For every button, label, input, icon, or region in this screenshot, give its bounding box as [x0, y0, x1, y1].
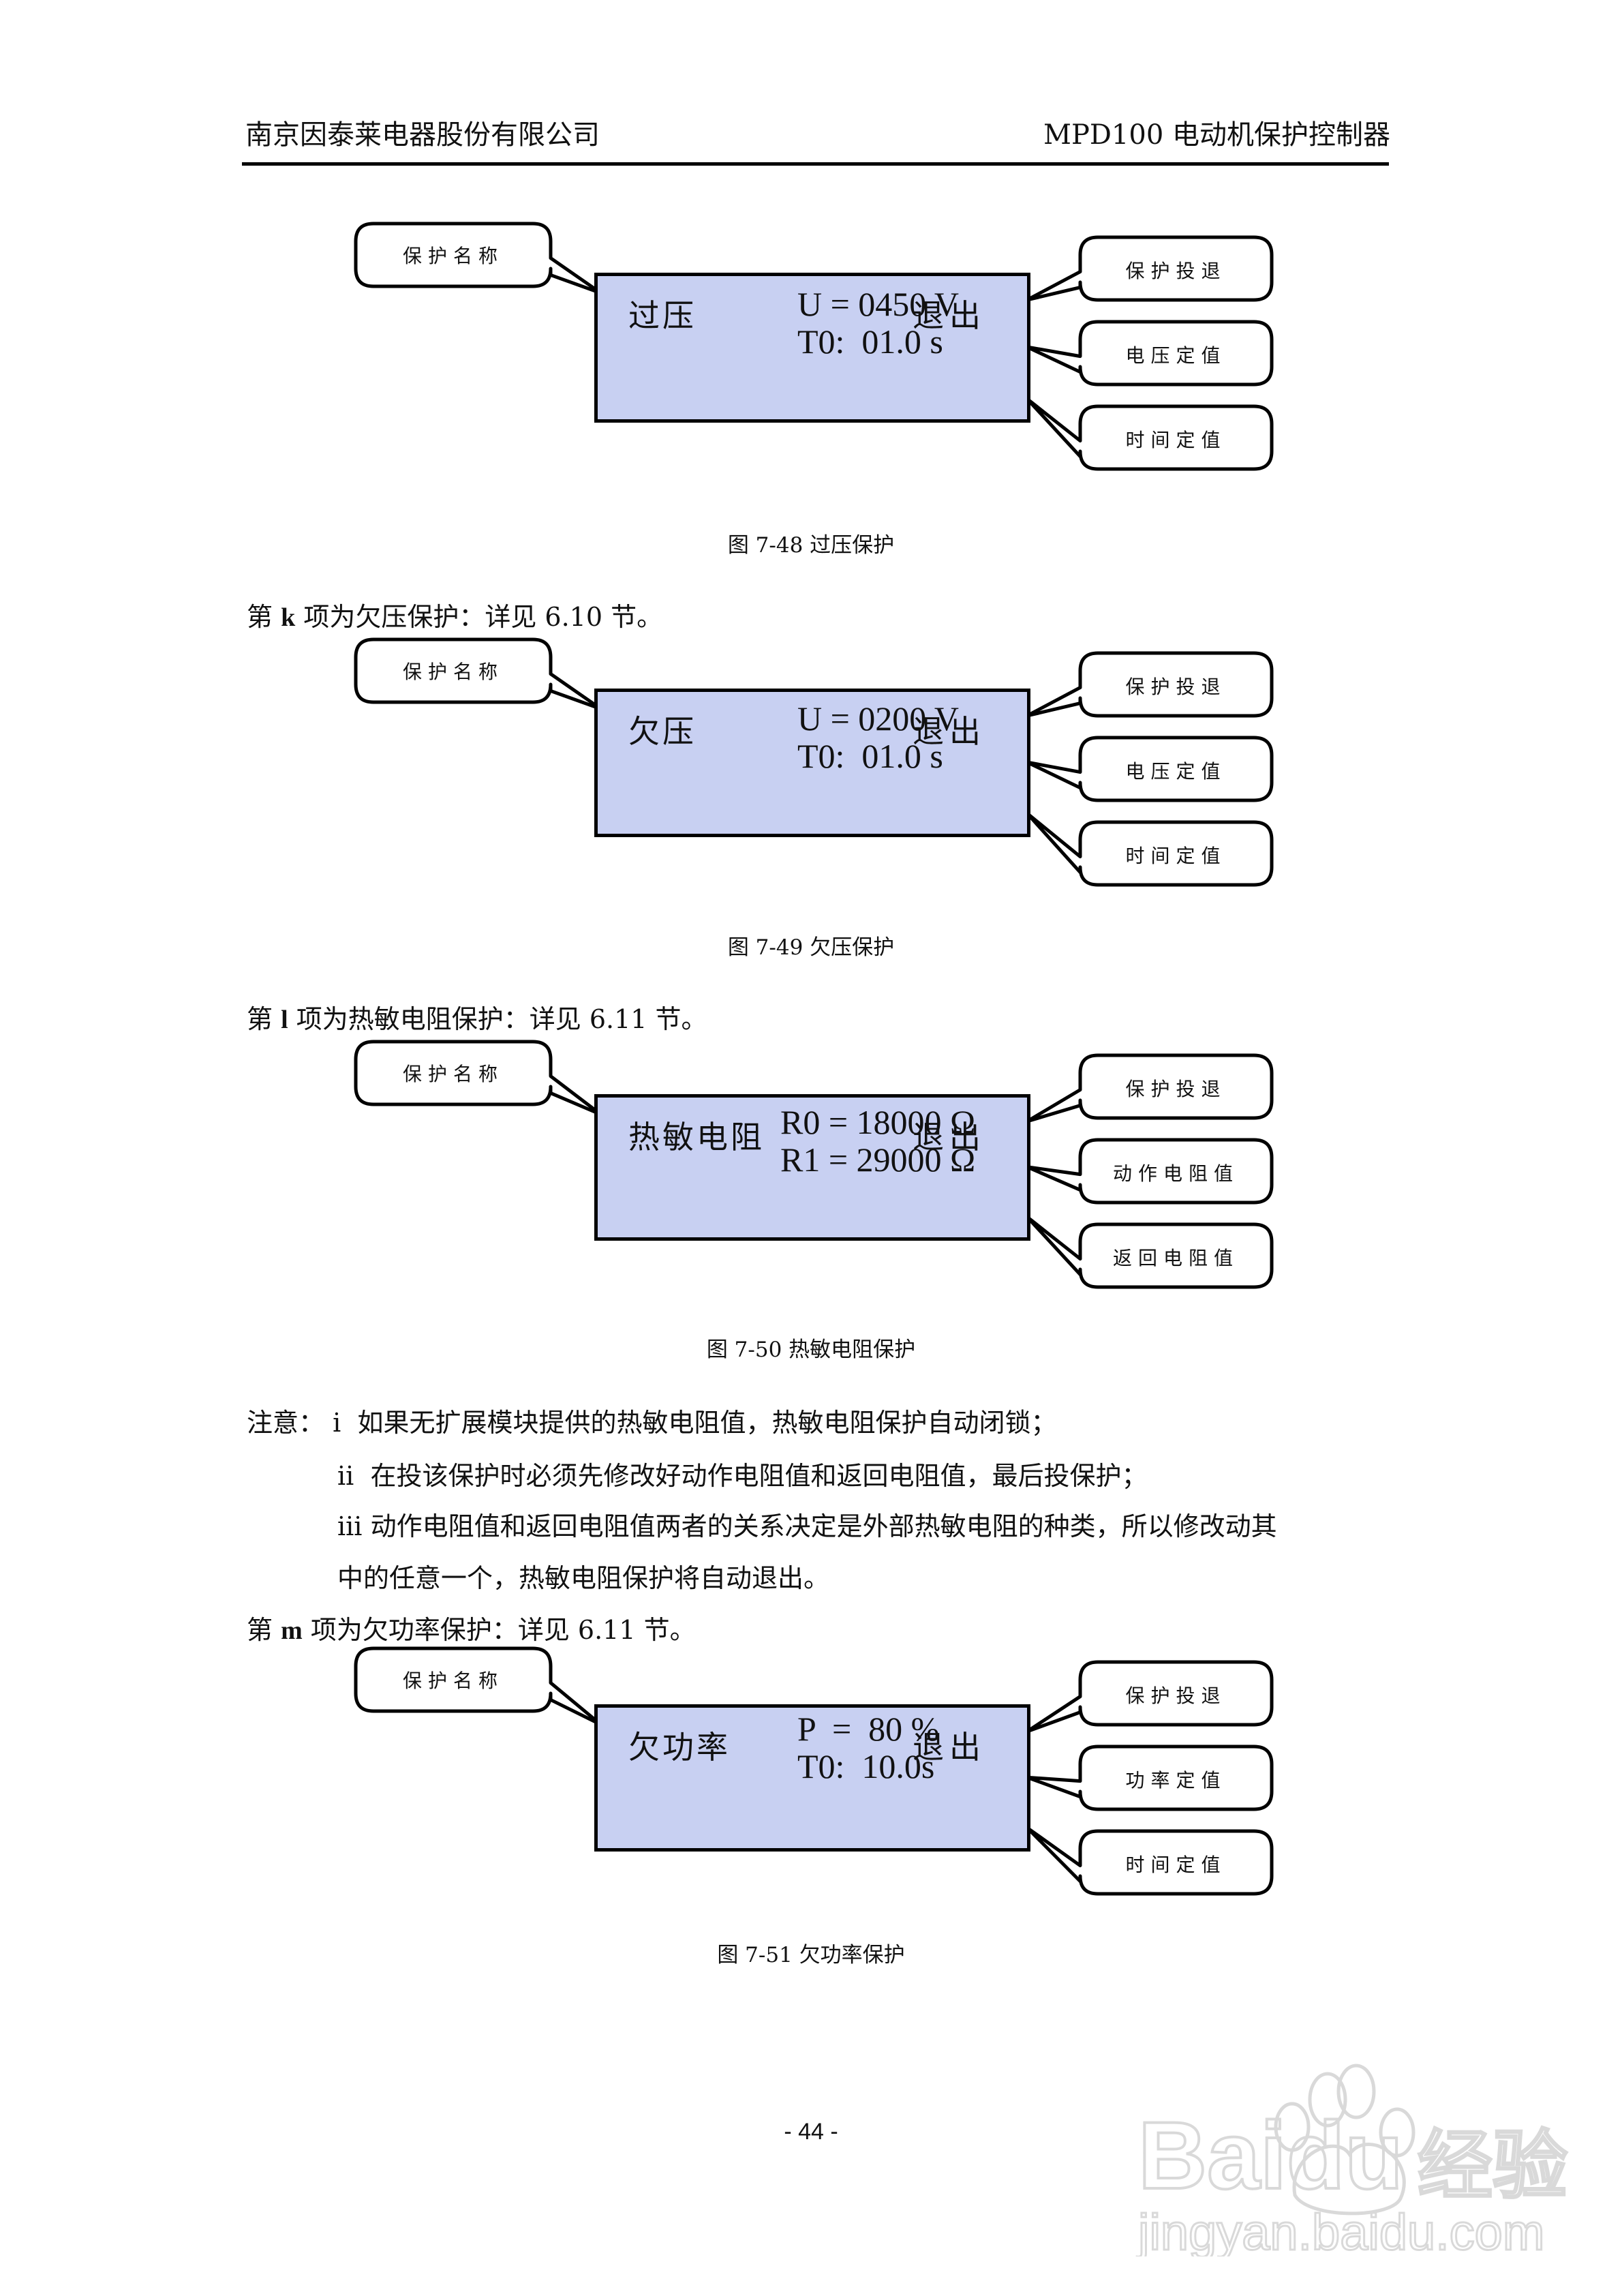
callout-label-right: 时间定值 — [1125, 1854, 1227, 1876]
watermark-logo: Baidu 经验 jingyan.baidu.com — [1131, 2052, 1608, 2262]
paw-toe-icon — [1336, 2064, 1376, 2119]
note-item: iii 动作电阻值和返回电阻值两者的关系决定是外部热敏电阻的种类，所以修改动其 — [337, 1507, 1277, 1546]
para-text: 项为热敏电阻保护：详见 6.11 节。 — [288, 1004, 707, 1034]
lcd-protection-state: 退出 — [913, 1729, 986, 1766]
callout-diagram — [354, 222, 1274, 471]
para-prefix: 第 — [247, 602, 281, 632]
lcd-protection-state: 退出 — [913, 297, 986, 334]
note-marker: ii — [337, 1461, 354, 1491]
callout-bubble-left — [354, 1040, 603, 1117]
callout-bubble-right — [1025, 397, 1274, 471]
watermark-site: jingyan.baidu.com — [1137, 2204, 1544, 2256]
callout-label-right: 动作电阻值 — [1112, 1162, 1239, 1185]
paragraph-item-k: 第 k 项为欠压保护：详见 6.10 节。 — [247, 597, 662, 637]
callout-label-right: 功率定值 — [1125, 1769, 1227, 1792]
lcd-setting-line-1: U = 0450 V — [797, 285, 960, 323]
lcd-protection-state: 退出 — [913, 1119, 986, 1155]
callout-bubble-right — [1025, 1138, 1274, 1205]
figure-caption: 图 7-51 欠功率保护 — [717, 1943, 905, 1967]
para-prefix: 第 — [247, 1615, 281, 1645]
callout-label-right: 保护投退 — [1125, 676, 1227, 698]
para-prefix: 第 — [247, 1004, 281, 1034]
note-text: 如果无扩展模块提供的热敏电阻值，热敏电阻保护自动闭锁； — [357, 1408, 1057, 1438]
callout-label-right: 保护投退 — [1125, 1685, 1227, 1707]
callout-label-right: 保护投退 — [1125, 1078, 1227, 1100]
callout-diagram — [354, 637, 1274, 887]
callout-bubble-right — [1025, 651, 1274, 718]
callout-label-left: 保护名称 — [402, 1063, 504, 1085]
lcd-protection-name: 过压 — [628, 297, 697, 334]
callout-bubble-right — [1025, 736, 1274, 802]
lcd-setting-line-2: T0: 01.0 s — [797, 737, 943, 775]
callout-label-right: 时间定值 — [1125, 845, 1227, 867]
note-continuation: 中的任意一个，热敏电阻保护将自动退出。 — [337, 1563, 830, 1593]
callout-diagram — [354, 1040, 1274, 1289]
item-letter: k — [281, 603, 296, 632]
paw-pad-icon — [1292, 2143, 1406, 2216]
item-letter: m — [281, 1616, 303, 1645]
note-text: 动作电阻值和返回电阻值两者的关系决定是外部热敏电阻的种类，所以修改动其 — [370, 1511, 1277, 1541]
callout-label-right: 电压定值 — [1125, 344, 1227, 367]
para-text: 项为欠功率保护：详见 6.11 节。 — [302, 1615, 696, 1645]
watermark-brand: Baidu — [1138, 2102, 1403, 2209]
note-marker: i — [333, 1408, 341, 1438]
lcd-protection-state: 退出 — [913, 713, 986, 750]
callout-bubble-right — [1025, 1215, 1274, 1289]
callout-bubble-right — [1025, 1744, 1274, 1811]
callout-bubble-right — [1025, 1660, 1274, 1734]
note-text: 在投该保护时必须先修改好动作电阻值和返回电阻值，最后投保护； — [370, 1461, 1148, 1491]
callout-bubble-right — [1025, 1053, 1274, 1123]
callout-label-left: 保护名称 — [402, 661, 504, 683]
callout-label-right: 电压定值 — [1125, 760, 1227, 783]
paw-toe-icon — [1274, 2102, 1311, 2152]
paw-toe-icon — [1379, 2107, 1416, 2158]
watermark-suffix: 经验 — [1418, 2122, 1567, 2209]
lcd-setting-line-2: T0: 10.0s — [797, 1747, 935, 1785]
callout-label-left: 保护名称 — [402, 245, 504, 267]
lcd-protection-name: 欠压 — [628, 713, 697, 750]
lcd-setting-line-1: R0 = 18000 Ω — [780, 1103, 976, 1141]
lcd-setting-line-1: P = 80 % — [797, 1710, 940, 1748]
lcd-setting-line-2: T0: 01.0 s — [797, 322, 943, 361]
figure-caption: 图 7-50 热敏电阻保护 — [706, 1338, 916, 1362]
paw-toe-icon — [1308, 2072, 1347, 2128]
callout-label-left: 保护名称 — [402, 1670, 504, 1692]
lcd-setting-line-1: U = 0200 V — [797, 699, 960, 738]
para-text: 项为欠压保护：详见 6.10 节。 — [295, 602, 663, 632]
lcd-protection-name: 热敏电阻 — [628, 1119, 765, 1155]
callout-bubble-left — [354, 222, 603, 295]
notes-label: 注意： — [247, 1408, 325, 1438]
callout-label-right: 返回电阻值 — [1112, 1247, 1239, 1269]
callout-bubble-right — [1025, 320, 1274, 387]
lcd-protection-name: 欠功率 — [628, 1729, 731, 1766]
callout-diagram — [354, 1646, 1274, 1896]
header-divider — [242, 162, 1389, 166]
figure-caption: 图 7-49 欠压保护 — [727, 935, 895, 960]
header-company: 南京因泰莱电器股份有限公司 — [245, 119, 600, 151]
callout-bubble-left — [354, 1646, 603, 1727]
lcd-setting-line-2: R1 = 29000 Ω — [780, 1141, 976, 1179]
callout-label-right: 保护投退 — [1125, 260, 1227, 282]
paragraph-item-l: 第 l 项为热敏电阻保护：详见 6.11 节。 — [247, 999, 707, 1040]
paragraph-item-m: 第 m 项为欠功率保护：详见 6.11 节。 — [247, 1610, 696, 1650]
callout-label-right: 时间定值 — [1125, 429, 1227, 451]
callout-bubble-right — [1025, 811, 1274, 887]
note-item: ii 在投该保护时必须先修改好动作电阻值和返回电阻值，最后投保护； — [337, 1456, 1148, 1496]
callout-bubble-right — [1025, 1826, 1274, 1896]
notes-label-line: 注意： i 如果无扩展模块提供的热敏电阻值，热敏电阻保护自动闭锁； — [247, 1403, 1056, 1442]
header-product: MPD100 电动机保护控制器 — [1043, 119, 1390, 151]
callout-bubble-right — [1025, 235, 1274, 302]
callout-bubble-left — [354, 637, 603, 711]
note-marker: iii — [337, 1511, 363, 1541]
figure-caption: 图 7-48 过压保护 — [727, 533, 895, 558]
item-letter: l — [281, 1006, 288, 1034]
page-number: - 44 - — [784, 2119, 838, 2145]
